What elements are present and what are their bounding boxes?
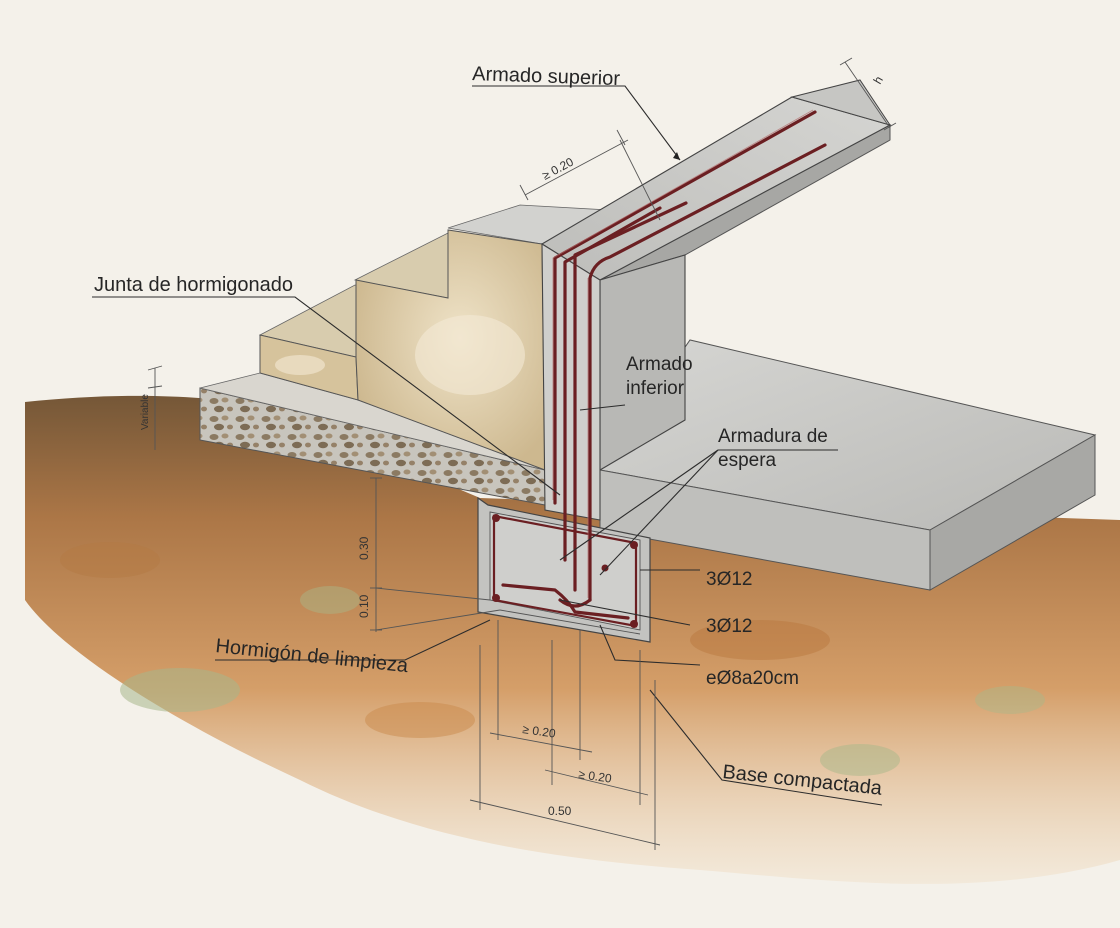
- label-junta-hormigonado: Junta de hormigonado: [94, 274, 293, 296]
- footing: [477, 496, 651, 643]
- dim-030: 0.30: [357, 536, 371, 560]
- label-armadura-espera-1: Armadura de: [718, 426, 828, 447]
- label-armado-inferior-2: inferior: [626, 378, 685, 399]
- rebars: [501, 109, 827, 620]
- label-bars-top: 3Ø12: [706, 569, 752, 590]
- dim-h: h: [870, 74, 885, 87]
- label-armado-superior: Armado superior: [472, 63, 621, 90]
- floor-slab: [599, 339, 1097, 591]
- dimension-lines: [147, 57, 897, 850]
- label-stirrups: eØ8a20cm: [706, 668, 799, 689]
- label-armado-inferior-1: Armado: [626, 354, 693, 375]
- leader-lines: [92, 85, 883, 806]
- wall-and-beam: [540, 79, 892, 521]
- label-bars-bottom: 3Ø12: [706, 616, 752, 637]
- dim-020-b: ≥ 0.20: [578, 767, 613, 786]
- dim-variable: Variable: [140, 394, 151, 430]
- dim-010: 0.10: [357, 594, 371, 618]
- label-armadura-espera-2: espera: [718, 450, 777, 471]
- dim-050: 0.50: [548, 804, 572, 818]
- dim-020-a: ≥ 0.20: [522, 722, 557, 741]
- dim-top-spacing: ≥ 0.20: [540, 155, 576, 183]
